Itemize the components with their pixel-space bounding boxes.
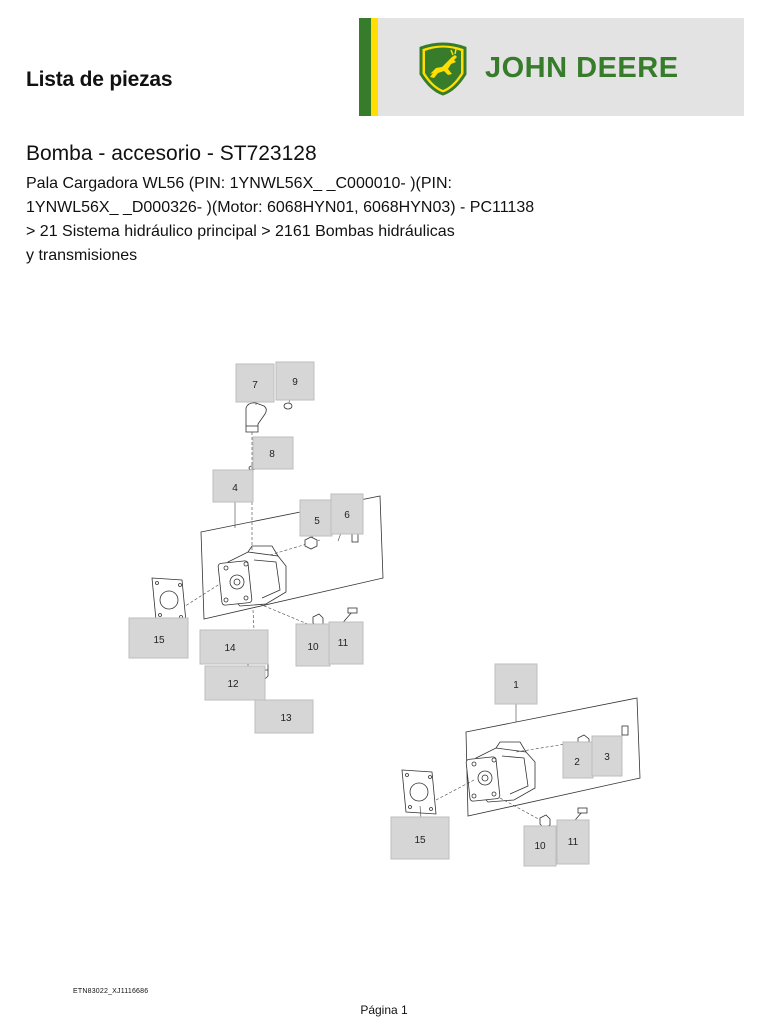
lower-assembly-panel: [465, 697, 641, 817]
svg-text:14: 14: [224, 643, 236, 654]
svg-text:11: 11: [338, 638, 349, 649]
svg-text:11: 11: [568, 837, 579, 848]
svg-text:9: 9: [292, 377, 298, 388]
o-ring-9-shape: [283, 402, 293, 410]
callout-12: 12: [204, 665, 266, 701]
description-line: 1YNWL56X_ _D000326- )(Motor: 6068HYN01, …: [26, 199, 535, 216]
svg-text:2: 2: [574, 757, 580, 768]
svg-text:13: 13: [280, 713, 292, 724]
callout-10-upper: 10: [295, 623, 331, 667]
brand-banner: JOHN DEERE: [359, 18, 744, 116]
callout-6: 6: [330, 493, 364, 535]
description-line: Pala Cargadora WL56 (PIN: 1YNWL56X_ _C00…: [26, 175, 452, 192]
svg-text:15: 15: [414, 835, 426, 846]
callout-4: 4: [212, 469, 254, 503]
svg-text:15: 15: [153, 635, 165, 646]
nut-5-shape: [304, 536, 318, 550]
brand-stripe-green: [359, 18, 371, 116]
part-title: Bomba - accesorio - ST723128: [26, 142, 317, 165]
deere-leaping-deer-logo-icon: [419, 42, 467, 96]
bolt-11-upper-head-shape: [347, 607, 358, 614]
callout-9: 9: [275, 361, 315, 401]
svg-text:5: 5: [314, 516, 320, 527]
callout-15-upper: 15: [128, 617, 189, 659]
callout-14: 14: [199, 629, 269, 665]
svg-text:12: 12: [227, 679, 239, 690]
lower-assembly-drawing: [401, 697, 641, 837]
svg-text:1: 1: [513, 680, 519, 691]
page-number: Página 1: [360, 1003, 408, 1017]
callout-2: 2: [562, 741, 594, 779]
figure-id: ETN83022_XJ1116686: [73, 988, 149, 995]
callout-3: 3: [591, 735, 623, 777]
description-line: > 21 Sistema hidráulico principal > 2161…: [26, 223, 455, 240]
svg-text:10: 10: [534, 841, 546, 852]
lower-gasket-15-shape: [401, 769, 437, 815]
bolt-11-lower-head-shape: [577, 807, 588, 814]
svg-text:10: 10: [307, 642, 319, 653]
description-line: y transmisiones: [26, 247, 138, 264]
svg-text:7: 7: [252, 380, 258, 391]
callout-1: 1: [494, 663, 538, 705]
bolt-3-head-shape: [621, 725, 629, 736]
svg-text:4: 4: [232, 483, 238, 494]
brand-stripe-yellow: [371, 18, 378, 116]
callout-10-lower: 10: [523, 825, 557, 867]
part-description: Pala Cargadora WL56 (PIN: 1YNWL56X_ _C00…: [26, 172, 626, 268]
svg-text:8: 8: [269, 449, 275, 460]
page-title: Lista de piezas: [26, 68, 173, 91]
nut-10-lower-shape: [539, 814, 551, 829]
callout-13: 13: [254, 699, 314, 734]
callout-11-upper: 11: [328, 621, 364, 665]
svg-text:6: 6: [344, 510, 350, 521]
callout-5: 5: [299, 499, 333, 537]
svg-text:3: 3: [604, 752, 610, 763]
callout-7: 7: [235, 363, 275, 403]
brand-name: JOHN DEERE: [485, 52, 679, 84]
callout-15-lower: 15: [390, 816, 450, 860]
callout-11-lower: 11: [556, 819, 590, 865]
elbow-fitting-shape: [245, 402, 267, 433]
callout-8: 8: [252, 436, 294, 470]
